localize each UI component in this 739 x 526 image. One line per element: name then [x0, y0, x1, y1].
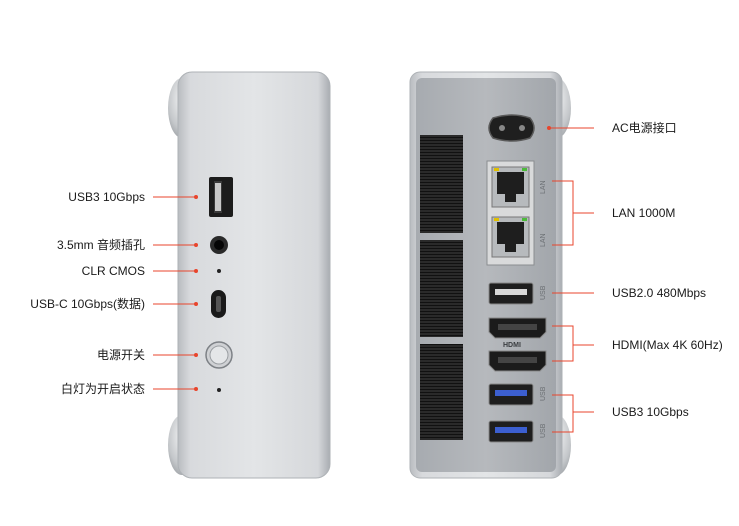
- label-audio-jack: 3.5mm 音频插孔: [56, 238, 145, 252]
- hdmi-port-top: [488, 317, 547, 339]
- front-body: [177, 71, 331, 479]
- label-hdmi: HDMI(Max 4K 60Hz): [612, 338, 723, 352]
- label-power-switch: 电源开关: [96, 348, 145, 362]
- label-usbc: USB-C 10Gbps(数据): [30, 297, 145, 311]
- rear-view: [409, 71, 571, 479]
- usb3-port-front: [209, 177, 233, 217]
- vent-2: [420, 240, 463, 337]
- mark-lan-bottom: LAN: [540, 233, 547, 247]
- lan-ports: [486, 160, 535, 266]
- right-callout-dots: [547, 126, 551, 130]
- label-usb3-front: USB3 10Gbps: [68, 190, 145, 204]
- clr-cmos-pinhole: [217, 269, 221, 273]
- label-lan: LAN 1000M: [612, 206, 676, 220]
- ac-inlet: [488, 114, 535, 142]
- vent-1: [420, 135, 463, 233]
- label-usb2: USB2.0 480Mbps: [612, 286, 707, 300]
- mark-usb2: USB: [540, 285, 547, 300]
- label-clr-cmos: CLR CMOS: [81, 264, 145, 278]
- label-usb3-rear: USB3 10Gbps: [612, 405, 689, 419]
- status-led: [217, 388, 221, 392]
- left-callout-dots: [194, 195, 198, 391]
- label-ac-inlet: AC电源接口: [612, 121, 677, 135]
- port-engravings: LAN LAN USB USB USB HDMI: [503, 180, 547, 438]
- mark-usb3-top: USB: [540, 386, 547, 401]
- label-led-status: 白灯为开启状态: [60, 382, 145, 396]
- mark-usb3-bottom: USB: [540, 423, 547, 438]
- audio-jack: [210, 236, 228, 254]
- mark-lan-top: LAN: [540, 180, 547, 194]
- usb3-port-rear-bottom: [488, 420, 534, 443]
- hdmi-port-bottom: [488, 350, 547, 372]
- usb2-port: [488, 282, 534, 305]
- right-callouts: [549, 127, 594, 433]
- left-callouts: [153, 196, 195, 390]
- usb3-port-rear-top: [488, 383, 534, 406]
- front-view: [168, 71, 331, 479]
- power-button: [205, 341, 233, 369]
- mark-hdmi: HDMI: [503, 342, 521, 349]
- vent-3: [420, 344, 463, 440]
- usbc-port: [211, 290, 226, 318]
